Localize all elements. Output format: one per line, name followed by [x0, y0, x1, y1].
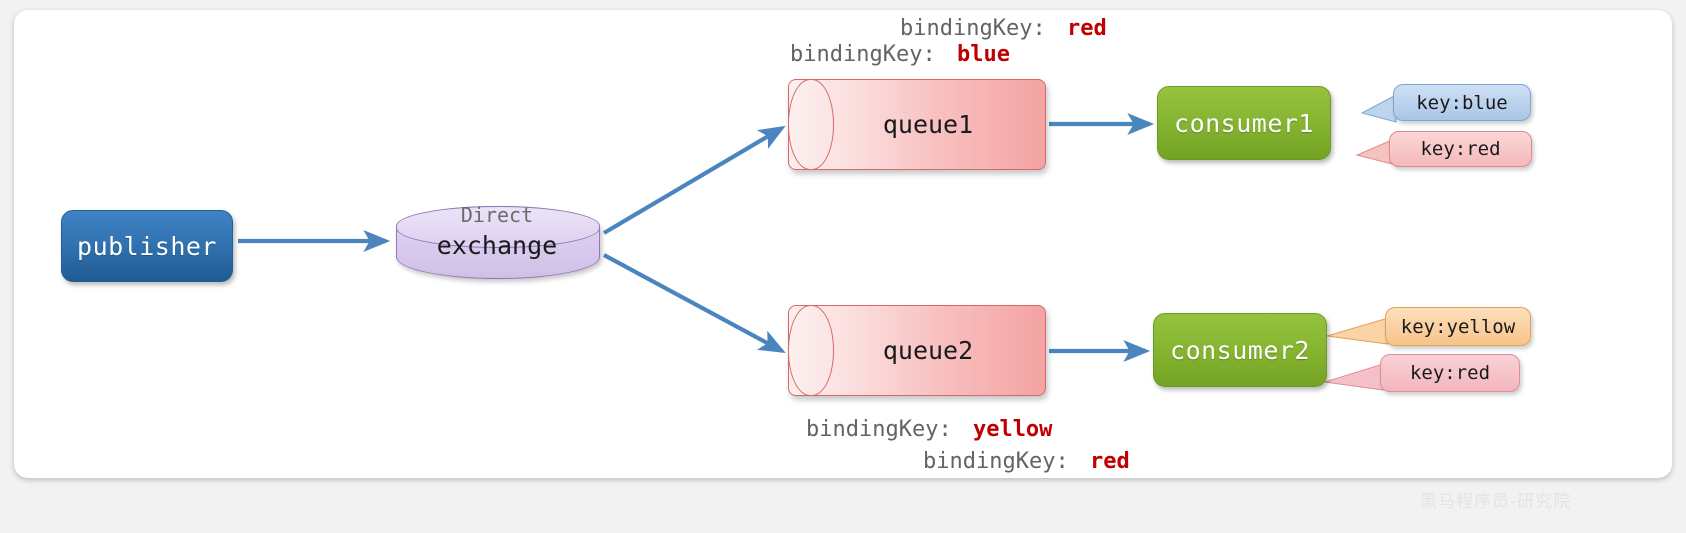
exchange-type-label: Direct [460, 203, 534, 227]
publisher-label: publisher [77, 231, 217, 261]
queue2-label: queue2 [882, 336, 974, 365]
binding-key-value: yellow [972, 417, 1053, 442]
callout-label: key:yellow [1400, 315, 1516, 338]
binding-key-queue2-red: bindingKey: red [923, 449, 1130, 474]
queue1-node[interactable] [788, 79, 1046, 170]
callout-consumer1-key-blue[interactable]: key:blue [1393, 84, 1531, 121]
binding-key-queue2-yellow: bindingKey: yellow [806, 417, 1052, 442]
callout-consumer1-key-red[interactable]: key:red [1389, 131, 1532, 167]
consumer1-label: consumer1 [1174, 108, 1314, 138]
binding-key-prefix: bindingKey: [806, 417, 952, 442]
binding-key-value: red [1089, 449, 1130, 474]
publisher-node[interactable]: publisher [61, 210, 233, 282]
binding-key-value: red [1066, 16, 1107, 41]
consumer2-label: consumer2 [1170, 335, 1310, 365]
callout-consumer2-key-red[interactable]: key:red [1380, 354, 1520, 392]
binding-key-prefix: bindingKey: [790, 42, 936, 67]
callout-label: key:blue [1416, 91, 1508, 114]
binding-key-queue1-blue: bindingKey: blue [790, 42, 1010, 67]
binding-key-prefix: bindingKey: [923, 449, 1069, 474]
consumer2-node[interactable]: consumer2 [1153, 313, 1327, 387]
consumer1-node[interactable]: consumer1 [1157, 86, 1331, 160]
callout-consumer2-key-yellow[interactable]: key:yellow [1385, 307, 1531, 346]
callout-label: key:red [1420, 138, 1501, 160]
binding-key-queue1-red: bindingKey: red [900, 16, 1107, 41]
binding-key-value: blue [956, 42, 1010, 67]
watermark: 黑马程序员-研究院 [1420, 492, 1572, 512]
exchange-node[interactable] [396, 206, 600, 279]
exchange-label: exchange [436, 231, 558, 260]
binding-key-prefix: bindingKey: [900, 16, 1046, 41]
queue1-label: queue1 [882, 110, 974, 139]
queue2-node[interactable] [788, 305, 1046, 396]
callout-label: key:red [1409, 362, 1491, 384]
